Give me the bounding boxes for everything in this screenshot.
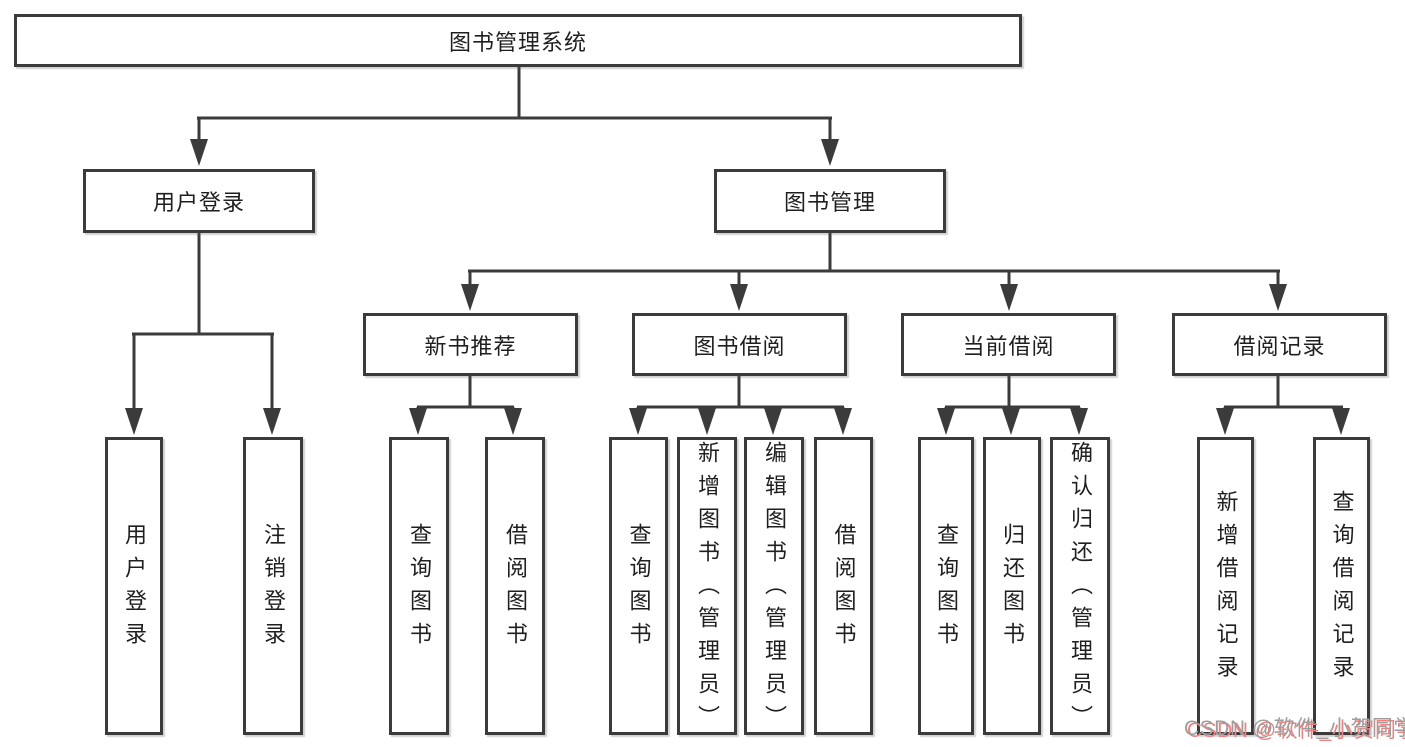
leaf-logout-login-label: 注销登录	[261, 523, 286, 655]
leaf-borrow-books-2-label: 借阅图书	[831, 523, 857, 655]
node-book-borrow: 图书借阅	[632, 313, 847, 376]
arrow-down-icon	[263, 408, 281, 435]
arrow-down-icon	[764, 408, 782, 435]
leaf-user-login-label: 用户登录	[122, 523, 147, 655]
arrow-down-icon	[461, 284, 479, 311]
arrow-down-icon	[1216, 408, 1234, 435]
leaf-query-books-borrow-label: 查询图书	[626, 523, 652, 655]
node-new-book-recommend-label: 新书推荐	[424, 333, 517, 359]
arrow-down-icon	[629, 408, 647, 435]
leaf-query-books-borrow: 查询图书	[609, 437, 668, 735]
leaf-edit-book-admin: 编辑图书（管理员）	[744, 437, 804, 738]
leaf-query-books-recommend-label: 查询图书	[407, 523, 432, 655]
leaf-add-borrow-record: 新增借阅记录	[1197, 437, 1254, 735]
node-book-management-label: 图书管理	[783, 190, 876, 215]
arrow-down-icon	[730, 284, 748, 311]
leaf-confirm-return-admin: 确认归还（管理员）	[1050, 437, 1110, 738]
leaf-add-book-admin-label: 新增图书（管理员）	[695, 440, 720, 738]
leaf-return-book-label: 归还图书	[1000, 523, 1025, 655]
arrow-down-icon	[409, 408, 427, 435]
arrow-down-icon	[190, 139, 208, 166]
leaf-borrow-books-2: 借阅图书	[814, 437, 873, 735]
node-root-label: 图书管理系统	[448, 29, 587, 55]
leaf-query-books-current: 查询图书	[918, 437, 974, 735]
arrow-down-icon	[125, 408, 143, 435]
node-book-management: 图书管理	[714, 169, 946, 233]
leaf-query-borrow-record-label: 查询借阅记录	[1329, 490, 1355, 688]
leaf-edit-book-admin-label: 编辑图书（管理员）	[762, 440, 787, 738]
arrow-down-icon	[504, 408, 522, 435]
node-new-book-recommend: 新书推荐	[363, 313, 578, 376]
node-borrow-records: 借阅记录	[1172, 313, 1387, 376]
arrow-down-icon	[821, 139, 839, 166]
arrow-down-icon	[1002, 408, 1020, 435]
node-current-borrow: 当前借阅	[901, 313, 1116, 376]
leaf-confirm-return-admin-label: 确认归还（管理员）	[1068, 440, 1093, 738]
arrow-down-icon	[1000, 284, 1018, 311]
leaf-user-login: 用户登录	[105, 437, 163, 735]
leaf-return-book: 归还图书	[983, 437, 1041, 735]
arrow-down-icon	[1070, 408, 1088, 435]
arrow-down-icon	[698, 408, 716, 435]
leaf-logout-login: 注销登录	[243, 437, 303, 735]
csdn-watermark: CSDN @软件_小贺同学	[1184, 717, 1405, 740]
arrow-down-icon	[834, 408, 852, 435]
node-borrow-records-label: 借阅记录	[1233, 333, 1326, 359]
arrow-down-icon	[937, 408, 955, 435]
node-user-login-label: 用户登录	[152, 190, 245, 215]
leaf-borrow-books-recommend-label: 借阅图书	[503, 523, 528, 655]
arrow-down-icon	[1269, 284, 1287, 311]
node-current-borrow-label: 当前借阅	[962, 333, 1055, 359]
leaf-borrow-books-recommend: 借阅图书	[485, 437, 545, 735]
leaf-query-borrow-record: 查询借阅记录	[1313, 437, 1370, 735]
node-book-borrow-label: 图书借阅	[693, 333, 786, 359]
node-user-login: 用户登录	[83, 169, 315, 233]
leaf-query-books-current-label: 查询图书	[934, 523, 959, 655]
node-root: 图书管理系统	[14, 14, 1022, 67]
arrow-down-icon	[1332, 408, 1350, 435]
leaf-add-book-admin: 新增图书（管理员）	[677, 437, 737, 738]
leaf-add-borrow-record-label: 新增借阅记录	[1213, 490, 1239, 688]
leaf-query-books-recommend: 查询图书	[389, 437, 449, 735]
